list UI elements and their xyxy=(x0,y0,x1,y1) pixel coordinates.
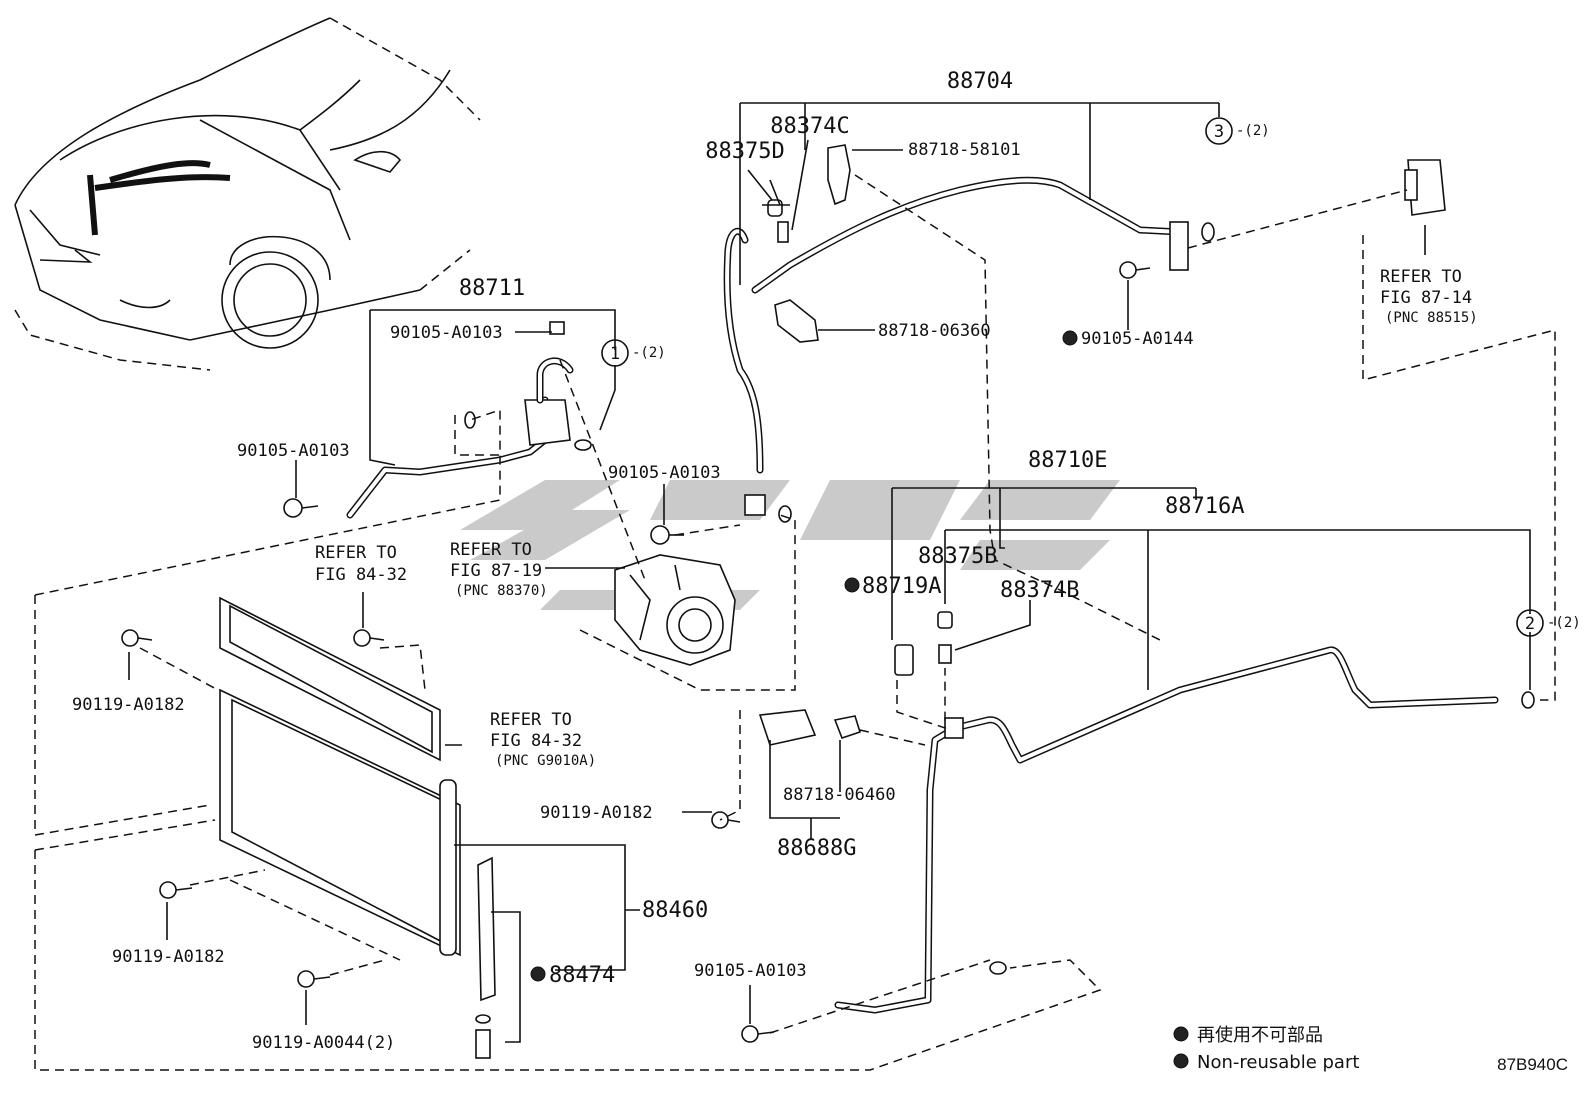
non-reusable-dot xyxy=(530,966,546,982)
dashed-relation-lines xyxy=(34,174,1556,1071)
svg-text:2: 2 xyxy=(1525,614,1535,634)
callout-2: 2 -(2) xyxy=(1516,609,1581,637)
svg-text:REFER TO: REFER TO xyxy=(1380,267,1462,287)
legend: 再使用不可部品 Non-reusable part xyxy=(1173,1025,1359,1073)
label-90119-A0182-a: 90119-A0182 xyxy=(72,695,185,715)
cooling-unit-fitting xyxy=(1404,159,1446,216)
svg-text:FIG 84-32: FIG 84-32 xyxy=(490,731,582,751)
svg-text:3: 3 xyxy=(1214,122,1224,142)
desiccant-88474 xyxy=(475,856,496,1059)
label-88688G: 88688G xyxy=(777,836,856,861)
label-90105-A0144: 90105-A0144 xyxy=(1081,329,1194,349)
label-90105-A0103-mid: 90105-A0103 xyxy=(608,463,721,483)
compressor xyxy=(614,554,736,666)
bolt-90119-A0182-c xyxy=(159,881,193,899)
label-88711: 88711 xyxy=(459,276,525,301)
bolt-90105-A0103-left xyxy=(283,498,319,518)
non-reusable-dot xyxy=(1062,330,1078,346)
label-88718-06460: 88718-06460 xyxy=(783,785,896,805)
label-88704: 88704 xyxy=(947,69,1013,94)
svg-text:(PNC 88370): (PNC 88370) xyxy=(455,583,548,599)
svg-text:-(2): -(2) xyxy=(632,345,666,361)
svg-text:FIG 87-19: FIG 87-19 xyxy=(450,561,542,581)
suction-hose-assembly xyxy=(723,176,1215,523)
condenser-88460 xyxy=(219,688,461,957)
label-88375B: 88375B xyxy=(918,544,997,569)
label-90105-A0103-top: 90105-A0103 xyxy=(390,323,503,343)
svg-text:FIG 84-32: FIG 84-32 xyxy=(315,565,407,585)
svg-text:(PNC G9010A): (PNC G9010A) xyxy=(495,753,596,769)
bolt-90119-A0044 xyxy=(297,970,331,988)
label-90119-A0182-c: 90119-A0182 xyxy=(112,947,225,967)
clamps-88718-06460 xyxy=(758,709,861,746)
valve-core-88375B xyxy=(937,611,953,664)
label-88719A: 88719A xyxy=(862,574,941,599)
bolt-90119-A0182-b xyxy=(711,811,741,829)
clamp-88718-58101 xyxy=(827,144,851,206)
label-88716A: 88716A xyxy=(1165,494,1244,519)
callout-3: 3 -(2) xyxy=(1205,117,1270,145)
vehicle-locator-illustration xyxy=(14,17,481,371)
clamp-88718-06360 xyxy=(774,299,819,343)
label-90105-A0103-bot: 90105-A0103 xyxy=(694,961,807,981)
label-90119-A0182-b: 90119-A0182 xyxy=(540,803,653,823)
bolt-refer-84-32 xyxy=(353,629,385,647)
bolt-90105-A0103-bot xyxy=(741,1025,775,1043)
valve-core-88375D xyxy=(762,179,790,243)
label-88374C: 88374C xyxy=(770,114,849,139)
svg-text:REFER TO: REFER TO xyxy=(490,710,572,730)
radiator-support-upper xyxy=(219,596,441,762)
label-88710E: 88710E xyxy=(1028,448,1107,473)
bolt-90105-A0103-top xyxy=(549,321,565,335)
svg-text:(PNC 88515): (PNC 88515) xyxy=(1385,310,1478,326)
label-88460: 88460 xyxy=(642,898,708,923)
refer-fig-87-19: REFER TO FIG 87-19 (PNC 88370) xyxy=(450,540,625,599)
diagram-code: 87B940C xyxy=(1497,1055,1568,1074)
refer-fig-84-32-bolt: REFER TO FIG 84-32 xyxy=(315,543,407,585)
refer-fig-84-32-support: REFER TO FIG 84-32 (PNC G9010A) xyxy=(490,710,596,769)
label-88474: 88474 xyxy=(549,963,615,988)
callout-1: 1 -(2) xyxy=(601,339,666,367)
label-88718-06360: 88718-06360 xyxy=(878,321,991,341)
liquid-tube-assembly xyxy=(834,646,1535,1014)
svg-text:-(2): -(2) xyxy=(1236,123,1270,139)
svg-text:再使用不可部品: 再使用不可部品 xyxy=(1197,1025,1323,1046)
refer-fig-87-14: REFER TO FIG 87-14 (PNC 88515) xyxy=(1380,267,1478,326)
label-88718-58101: 88718-58101 xyxy=(908,140,1021,160)
svg-text:REFER TO: REFER TO xyxy=(315,543,397,563)
svg-text:Non-reusable part: Non-reusable part xyxy=(1197,1052,1359,1073)
svg-text:REFER TO: REFER TO xyxy=(450,540,532,560)
bolt-90119-A0182-a xyxy=(121,629,153,647)
bolt-90105-A0144 xyxy=(1119,261,1151,279)
pressure-switch-88719A xyxy=(894,644,914,676)
svg-text:-(2): -(2) xyxy=(1547,615,1581,631)
svg-text:1: 1 xyxy=(610,344,620,364)
label-90105-A0103-left: 90105-A0103 xyxy=(237,441,350,461)
label-88374B: 88374B xyxy=(1000,578,1079,603)
leader-lines xyxy=(128,102,1531,1043)
label-88375D: 88375D xyxy=(705,139,784,164)
non-reusable-dot xyxy=(844,577,860,593)
svg-text:FIG 87-14: FIG 87-14 xyxy=(1380,288,1472,308)
label-90119-A0044: 90119-A0044(2) xyxy=(252,1033,395,1053)
